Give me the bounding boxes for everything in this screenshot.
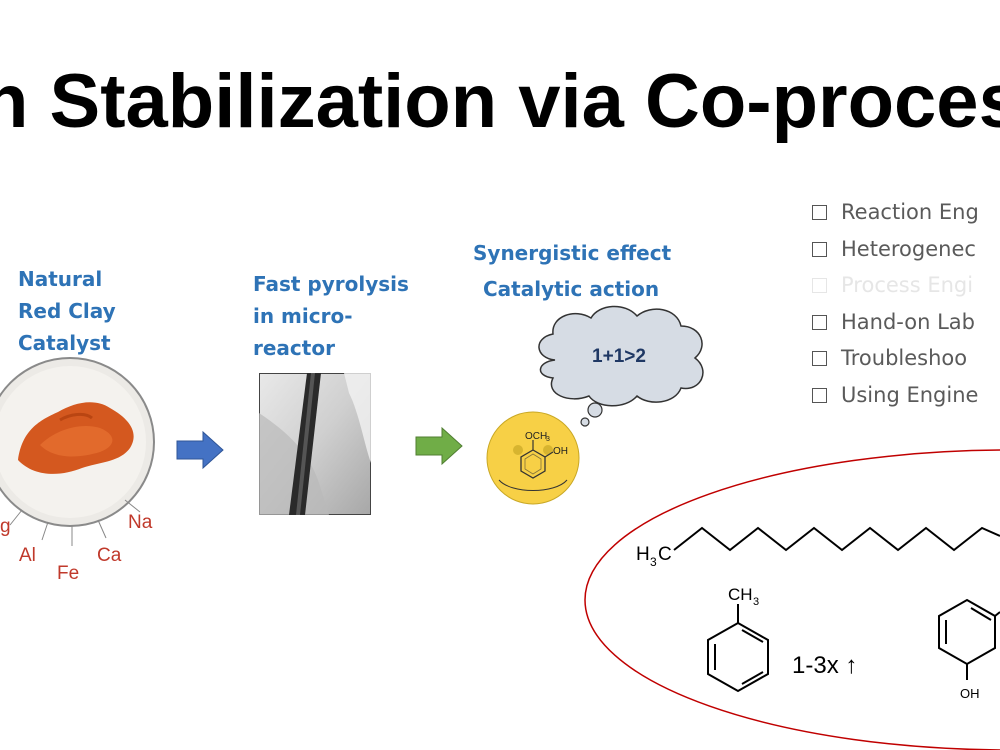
thought-bubble-cloud: 1+1>2 (538, 305, 704, 427)
synergy-label-line-2: Catalytic action (483, 277, 660, 301)
phenol-ring (938, 598, 996, 666)
pyrolysis-label-line-2: in micro- (253, 304, 353, 328)
checklist-item: Hand-on Lab (812, 310, 979, 347)
pyrolysis-label-line-3: reactor (253, 336, 335, 360)
catalyst-label-line-1: Natural (18, 267, 103, 291)
synergy-label-line-1: Synergistic effect (473, 241, 672, 265)
checklist-item-text: Heterogenec (841, 236, 976, 261)
alkane-h-sub: 3 (650, 555, 657, 569)
bubble-text: 1+1>2 (592, 346, 646, 367)
increase-text: 1-3x ↑ (792, 652, 857, 679)
synergy-label: Synergistic effect Catalytic action (473, 235, 671, 307)
toluene-ch-sub: 3 (753, 596, 759, 608)
toluene-ch: CH (728, 585, 753, 604)
checklist-item-text: Reaction Eng (841, 200, 979, 224)
element-na: Na (128, 512, 153, 533)
micro-reactor-photo (259, 373, 371, 515)
element-mg: g (0, 516, 11, 537)
element-ca: Ca (97, 545, 122, 566)
checklist-item: Heterogenec (812, 237, 979, 274)
checklist-item-text: Process Engi (841, 273, 974, 297)
checklist: Reaction Eng Heterogenec Process Engi Ha… (812, 200, 979, 419)
blue-arrow-icon (176, 430, 224, 470)
checklist-item-text: Hand-on Lab (841, 309, 975, 334)
checkbox-icon (812, 351, 827, 366)
checklist-item: Reaction Eng (812, 200, 979, 237)
slide-title: n Stabilization via Co-proces (0, 59, 1000, 144)
alkane-c: C (658, 544, 672, 565)
toluene-ring (707, 621, 769, 693)
checkbox-icon (812, 314, 827, 330)
checkbox-icon (812, 241, 827, 257)
phenol-oh: OH (960, 686, 980, 701)
alkane-chain (673, 526, 1000, 552)
catalyst-label-line-3: Catalyst (18, 331, 111, 355)
products-ellipse: H 3 C CH 3 1-3x ↑ OH (584, 449, 1000, 750)
alkane-h: H (636, 544, 650, 565)
pyrolysis-label: Fast pyrolysis in micro- reactor (253, 268, 409, 364)
pyrolysis-label-line-1: Fast pyrolysis (253, 272, 409, 296)
element-al: Al (19, 545, 36, 566)
molecule-och: OCH (525, 431, 547, 442)
checklist-item: Troubleshoo (812, 346, 979, 383)
catalyst-label: Natural Red Clay Catalyst (18, 263, 116, 359)
green-arrow-icon (415, 426, 463, 466)
checkbox-icon (812, 387, 827, 403)
molecule-och-sub: 3 (546, 436, 550, 443)
red-ellipse-outline (584, 449, 1000, 750)
catalyst-label-line-2: Red Clay (18, 299, 116, 323)
checklist-item: Using Engine (812, 383, 979, 420)
checklist-item-text: Using Engine (841, 382, 979, 407)
element-fe: Fe (57, 563, 80, 584)
checkbox-icon (812, 278, 827, 293)
checklist-item-faded: Process Engi (812, 273, 979, 310)
checkbox-icon (812, 205, 827, 220)
guaiacol-molecule-circle: OCH 3 OH (486, 411, 580, 505)
red-clay-dish-image (0, 357, 155, 546)
molecule-oh: OH (553, 446, 568, 457)
checklist-item-text: Troubleshoo (841, 346, 968, 370)
